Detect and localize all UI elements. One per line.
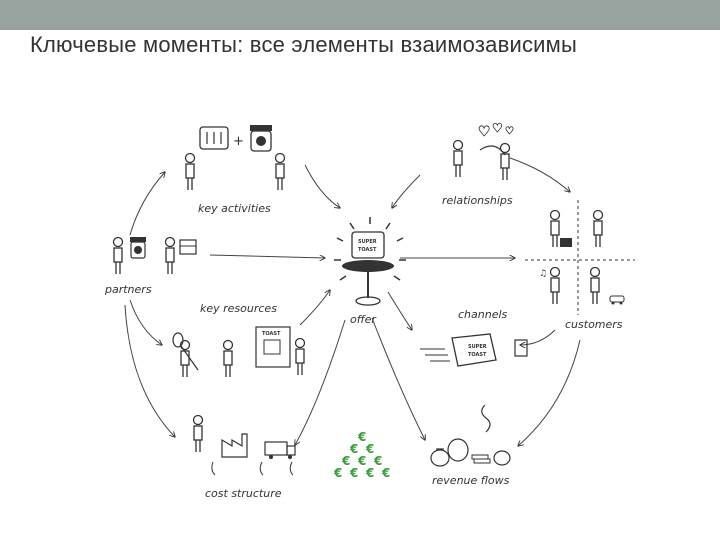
wavy-line-icon bbox=[481, 404, 491, 433]
heart-icon: ♥ bbox=[478, 124, 491, 140]
svg-text:€: € bbox=[365, 466, 374, 480]
arrow-relationships-to-offer bbox=[392, 174, 421, 208]
svg-text:€: € bbox=[349, 466, 358, 480]
person-icon bbox=[274, 152, 286, 191]
arrow-relationships-to-customers bbox=[509, 157, 570, 192]
page-title: Ключевые моменты: все элементы взаимозав… bbox=[30, 32, 578, 57]
person-icon bbox=[452, 139, 464, 178]
music-note-icon: ♫ bbox=[539, 269, 547, 279]
person-icon bbox=[164, 236, 176, 275]
arrow-offer-to-cost bbox=[295, 319, 346, 445]
label-key-activities: key activities bbox=[198, 202, 271, 215]
spoon-icon bbox=[172, 332, 199, 371]
person-icon bbox=[589, 266, 601, 305]
person-icon bbox=[499, 142, 511, 181]
svg-text:SUPER: SUPER bbox=[468, 344, 487, 350]
pedestal-icon bbox=[342, 260, 394, 306]
svg-text:TOAST: TOAST bbox=[262, 331, 281, 337]
jam-jar-icon bbox=[130, 237, 146, 259]
super-toast-package-icon: SUPER TOAST bbox=[351, 231, 385, 259]
person-icon bbox=[549, 266, 561, 305]
label-channels: channels bbox=[458, 308, 508, 321]
svg-text:€: € bbox=[349, 442, 358, 456]
arrow-offer-to-revenue bbox=[371, 317, 425, 440]
svg-text:€: € bbox=[365, 442, 374, 456]
label-relationships: relationships bbox=[442, 194, 513, 207]
person-icon bbox=[112, 236, 124, 275]
arrow-channels-to-customers bbox=[520, 329, 556, 345]
arrow-resources-to-offer bbox=[299, 290, 330, 326]
jam-jar-icon bbox=[250, 125, 272, 152]
heart-icon: ♥ bbox=[505, 126, 514, 137]
arrow-partners-to-resources bbox=[129, 299, 162, 345]
relationships-group: ♥ ♥ ♥ relationships bbox=[442, 121, 514, 207]
briefcase-icon bbox=[560, 238, 572, 247]
cost-structure-group: cost structure bbox=[192, 414, 296, 500]
money-bag-icon bbox=[447, 438, 469, 462]
label-cost-structure: cost structure bbox=[205, 487, 282, 500]
arrow-partners-to-offer bbox=[209, 254, 325, 258]
sparkle-rays bbox=[334, 217, 406, 281]
partners-group: partners bbox=[104, 236, 197, 296]
money-stack-icon bbox=[471, 454, 491, 464]
svg-text:€: € bbox=[381, 466, 390, 480]
svg-text:€: € bbox=[341, 454, 350, 468]
person-icon bbox=[222, 339, 234, 378]
money-bag-icon bbox=[430, 448, 450, 467]
euro-pile: € € € € € € € € € € bbox=[333, 430, 390, 480]
person-icon bbox=[192, 414, 204, 453]
svg-text:SUPER: SUPER bbox=[358, 239, 377, 245]
person-icon bbox=[549, 209, 561, 248]
arrow-partners-to-activities bbox=[129, 172, 165, 236]
car-icon bbox=[609, 295, 625, 305]
document-icon bbox=[514, 339, 528, 357]
shipping-box-icon: SUPER TOAST bbox=[451, 333, 497, 367]
svg-text:€: € bbox=[357, 454, 366, 468]
person-icon bbox=[592, 209, 604, 248]
label-offer: offer bbox=[350, 313, 377, 326]
toast-blueprint-icon: TOAST bbox=[255, 326, 291, 368]
truck-icon bbox=[264, 441, 296, 459]
money-bag-icon bbox=[493, 450, 511, 466]
connection-arrows bbox=[124, 157, 581, 446]
svg-text:TOAST: TOAST bbox=[358, 247, 377, 253]
arrow-partners-to-cost bbox=[124, 304, 175, 437]
key-activities-group: + key activities bbox=[184, 125, 286, 215]
label-customers: customers bbox=[565, 318, 623, 331]
person-icon bbox=[294, 337, 306, 376]
arrow-customers-to-revenue bbox=[518, 339, 581, 446]
factory-icon bbox=[221, 433, 248, 458]
heart-icon: ♥ bbox=[492, 121, 503, 135]
svg-text:€: € bbox=[357, 430, 366, 444]
svg-text:€: € bbox=[373, 454, 382, 468]
arrow-activities-to-offer bbox=[304, 164, 340, 208]
customers-group: ♫ customers bbox=[525, 200, 635, 331]
speed-lines bbox=[420, 348, 450, 362]
svg-text:€: € bbox=[333, 466, 342, 480]
revenue-flows-group: revenue flows bbox=[430, 404, 511, 487]
top-banner bbox=[0, 0, 720, 30]
key-resources-group: key resources TOAST bbox=[172, 302, 306, 378]
offer-group: SUPER TOAST offer bbox=[334, 217, 406, 326]
channels-group: channels SUPER TOAST bbox=[420, 308, 528, 367]
label-key-resources: key resources bbox=[200, 302, 277, 315]
package-icon bbox=[179, 239, 197, 255]
person-icon bbox=[184, 152, 196, 191]
toaster-icon bbox=[199, 126, 229, 150]
label-partners: partners bbox=[104, 283, 152, 296]
svg-text:TOAST: TOAST bbox=[468, 352, 487, 358]
person-icon bbox=[179, 339, 191, 378]
label-revenue-flows: revenue flows bbox=[432, 474, 510, 487]
arrow-offer-to-channels bbox=[387, 291, 412, 330]
plus-sign: + bbox=[233, 134, 244, 149]
